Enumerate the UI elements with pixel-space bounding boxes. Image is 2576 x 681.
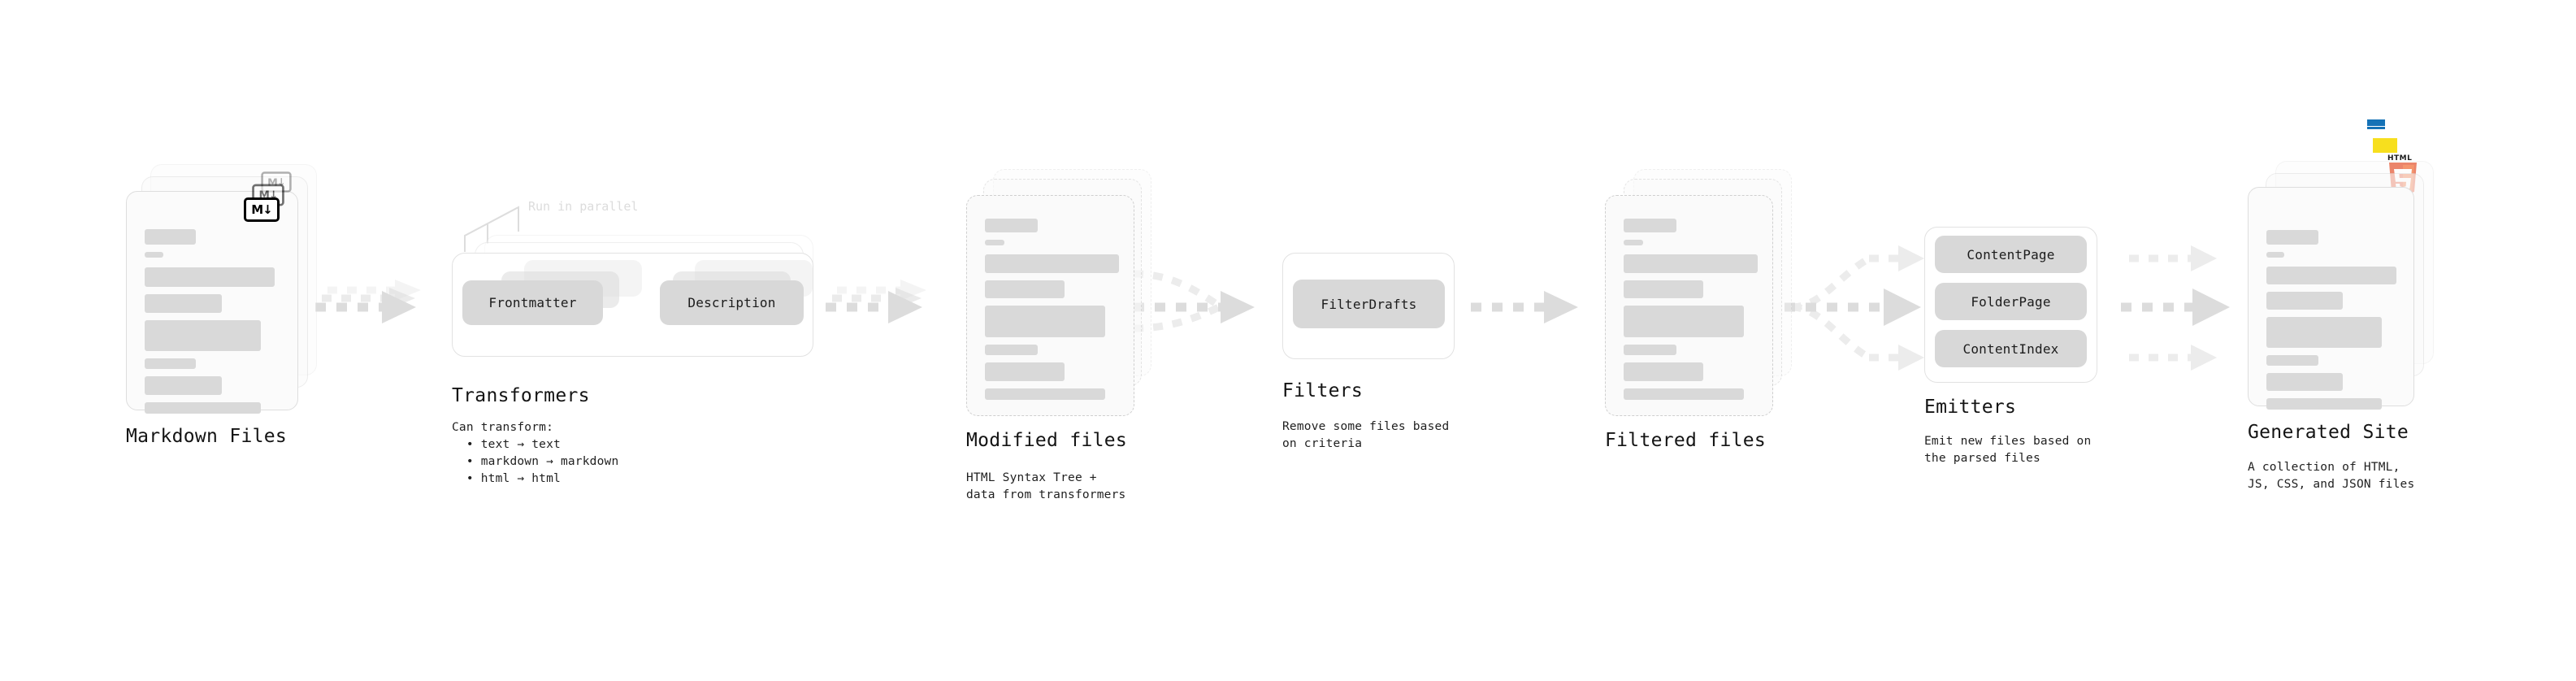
javascript-logo <box>2373 138 2397 153</box>
content-bar <box>2266 355 2318 366</box>
run-in-parallel-label: Run in parallel <box>528 199 639 214</box>
content-bar <box>145 252 163 258</box>
content-bar <box>1624 306 1744 337</box>
content-bar <box>2266 252 2284 258</box>
caption-filters: Filters <box>1282 380 1364 401</box>
content-bar <box>1624 362 1703 381</box>
content-bar <box>145 358 196 369</box>
content-bar <box>2266 230 2318 245</box>
file-content-bars <box>2266 230 2397 417</box>
content-bar <box>985 362 1065 381</box>
file-content-bars <box>145 229 281 421</box>
subcaption-emitters: Emit new files based on the parsed files <box>1924 435 2092 466</box>
emitter-chip-contentindex[interactable]: ContentIndex <box>1935 330 2087 367</box>
arrow-transformers-to-modified <box>826 280 926 323</box>
transformer-chip-description[interactable]: Description <box>660 280 804 325</box>
subcaption-transformers: Can transform: • text → text • markdown … <box>452 421 619 486</box>
content-bar <box>2266 373 2343 391</box>
arrow-markdown-to-transformers <box>315 280 421 323</box>
subcaption-filters: Remove some files based on criteria <box>1282 420 1450 451</box>
transformer-chip-frontmatter[interactable]: Frontmatter <box>462 280 603 325</box>
content-bar <box>145 294 222 313</box>
subcaption-generated-site: A collection of HTML, JS, CSS, and JSON … <box>2248 461 2415 492</box>
subcaption-modified-files: HTML Syntax Tree + data from transformer… <box>966 471 1126 502</box>
file-card-front <box>2248 187 2414 410</box>
content-bar <box>1624 254 1758 273</box>
content-bar <box>145 402 261 414</box>
filter-chip-filterdrafts[interactable]: FilterDrafts <box>1293 280 1445 328</box>
markdown-logo: M↓ <box>244 197 280 222</box>
content-bar <box>985 345 1038 355</box>
content-bar <box>1624 345 1676 355</box>
content-bar <box>1624 219 1676 232</box>
content-bar <box>985 306 1105 337</box>
arrow-filtered-to-emitters <box>1785 245 1924 371</box>
content-bar <box>2266 317 2382 348</box>
content-bar <box>145 229 196 245</box>
content-bar <box>985 280 1065 298</box>
file-content-bars <box>985 219 1119 407</box>
content-bar <box>985 219 1038 232</box>
caption-modified-files: Modified files <box>966 430 1128 451</box>
caption-transformers: Transformers <box>452 385 590 406</box>
file-card-front <box>1605 195 1773 416</box>
file-card-front <box>966 195 1134 416</box>
content-bar <box>1624 240 1643 245</box>
content-bar <box>2266 398 2382 410</box>
arrow-emitters-to-site <box>2121 245 2230 371</box>
content-bar <box>985 254 1119 273</box>
caption-emitters: Emitters <box>1924 397 2017 418</box>
content-bar <box>145 320 261 351</box>
emitter-chip-folderpage[interactable]: FolderPage <box>1935 283 2087 320</box>
content-bar <box>145 376 222 395</box>
content-bar <box>145 267 275 287</box>
caption-filtered-files: Filtered files <box>1605 430 1767 451</box>
file-card-front <box>126 191 298 414</box>
file-content-bars <box>1624 219 1758 407</box>
content-bar <box>2266 292 2343 310</box>
content-bar <box>1624 388 1744 400</box>
css3-logo <box>2367 119 2385 129</box>
emitter-chip-contentpage[interactable]: ContentPage <box>1935 236 2087 273</box>
arrow-modified-to-filters <box>1133 270 1255 332</box>
caption-generated-site: Generated Site <box>2248 422 2409 443</box>
content-bar <box>985 240 1004 245</box>
content-bar <box>985 388 1105 400</box>
content-bar <box>1624 280 1703 298</box>
content-bar <box>2266 267 2396 284</box>
arrow-filters-to-filtered <box>1471 291 1578 323</box>
caption-markdown-files: Markdown Files <box>126 426 288 447</box>
